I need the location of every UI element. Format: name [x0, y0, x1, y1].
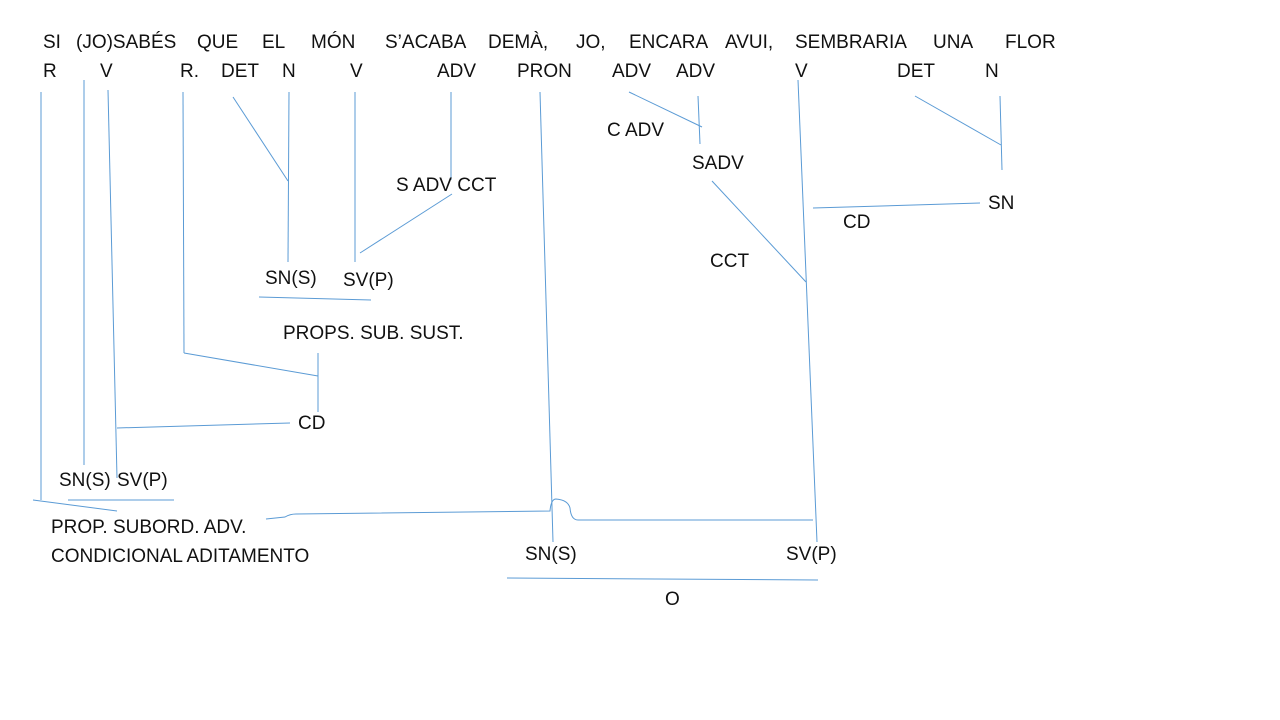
- connector-que-to-props: [183, 352, 319, 377]
- node-sv-p-main: SV(P): [786, 544, 837, 565]
- word-dema: DEMÀ,: [488, 32, 549, 53]
- node-c-adv: C ADV: [607, 120, 665, 141]
- node-cct-main: CCT: [710, 251, 750, 272]
- category-que: R.: [180, 61, 199, 82]
- connector-el-det: [232, 96, 289, 182]
- node-sv-p-sub: SV(P): [343, 270, 394, 291]
- category-encara: ADV: [612, 61, 652, 82]
- connector-aditamento-bracket: [265, 498, 813, 521]
- connector-encara-to-sadv: [628, 91, 703, 128]
- category-flor: N: [985, 61, 999, 82]
- connector-sn-to-cd: [812, 202, 981, 209]
- connector-jo-main-down: [539, 91, 554, 543]
- node-sadv: SADV: [692, 153, 744, 174]
- word-una: UNA: [933, 32, 974, 53]
- word-el: EL: [262, 32, 286, 53]
- category-sembraria: V: [795, 61, 808, 82]
- node-sn-flor: SN: [988, 193, 1015, 214]
- connector-sembraria-down: [797, 79, 818, 543]
- word-encara: ENCARA: [629, 32, 709, 53]
- category-jo: PRON: [517, 61, 572, 82]
- word-flor: FLOR: [1005, 32, 1056, 53]
- node-cd-flor: CD: [843, 212, 871, 233]
- category-dema: ADV: [437, 61, 477, 82]
- node-sn-s-main: SN(S): [525, 544, 577, 565]
- word-si: SI: [43, 32, 61, 53]
- connector-cd-main: [116, 422, 291, 429]
- category-mon: N: [282, 61, 296, 82]
- node-prop-subord-line1: PROP. SUBORD. ADV.: [51, 517, 247, 538]
- category-el: DET: [221, 61, 259, 82]
- connector-mon-down: [287, 91, 290, 263]
- word-avui: AVUI,: [725, 32, 774, 53]
- node-sn-s-cond: SN(S): [59, 470, 111, 491]
- node-prop-subord-line2: CONDICIONAL ADITAMENTO: [51, 546, 310, 567]
- connector-prop-subord-slant: [32, 499, 118, 512]
- node-cd-main: CD: [298, 413, 326, 434]
- word-jo-sabes: (JO)SABÉS: [76, 32, 177, 53]
- node-sv-p-cond: SV(P): [117, 470, 168, 491]
- connector-una-det: [914, 95, 1002, 146]
- category-si: R: [43, 61, 57, 82]
- category-una: DET: [897, 61, 935, 82]
- underline-sub-pair: [258, 296, 372, 301]
- node-s-adv-cct: S ADV CCT: [396, 175, 497, 196]
- category-sabes: V: [100, 61, 113, 82]
- connector-que-down: [182, 91, 185, 354]
- node-sn-s-sub: SN(S): [265, 268, 317, 289]
- category-sacaba: V: [350, 61, 363, 82]
- category-avui: ADV: [676, 61, 716, 82]
- word-jo: JO,: [576, 32, 606, 53]
- word-mon: MÓN: [311, 32, 356, 53]
- node-props-sub-sust: PROPS. SUB. SUST.: [283, 323, 464, 344]
- connector-flor-down: [999, 95, 1003, 171]
- connector-sabes-down: [107, 89, 118, 479]
- word-sacaba: S’ACABA: [385, 32, 467, 53]
- underline-main-pair: [506, 577, 819, 581]
- word-que: QUE: [197, 32, 239, 53]
- word-sembraria: SEMBRARIA: [795, 32, 907, 53]
- node-o-sentence: O: [665, 589, 680, 610]
- connector-sadv-to-sv: [711, 180, 807, 283]
- connector-avui-down: [697, 95, 701, 145]
- connector-sadvcct-to-sv: [359, 193, 453, 254]
